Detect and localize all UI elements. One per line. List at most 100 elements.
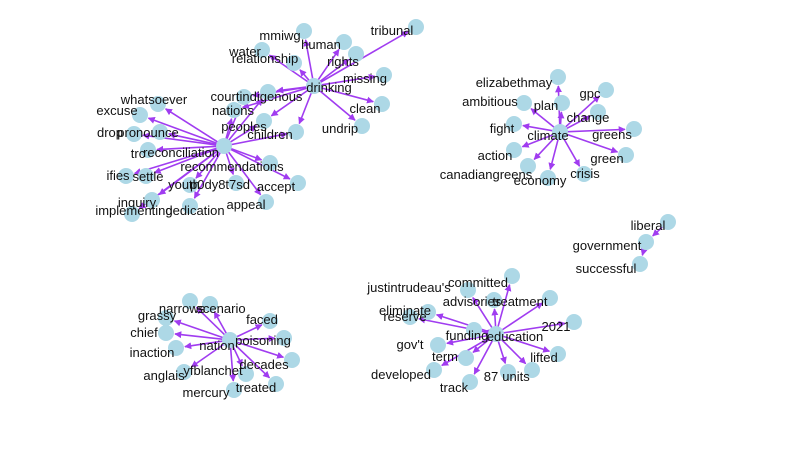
edge-nation-mercury: [229, 341, 237, 382]
node-govt: [430, 337, 446, 353]
node-label-p0dy8t7sd: p0dy8t7sd: [190, 177, 250, 192]
node-label-treated: treated: [236, 380, 276, 395]
node-label-units: units: [502, 369, 530, 384]
node-elizabethmay: [550, 69, 566, 85]
node-label-inquiry: inquiry: [118, 195, 157, 210]
node-action: [506, 142, 522, 158]
node-track: [462, 374, 478, 390]
node-label-canadiangreens: canadiangreens: [440, 167, 533, 182]
node-narrows: [182, 293, 198, 309]
edge-nation-inaction: [184, 339, 229, 350]
edge-drinking-children: [298, 87, 315, 125]
node-label-faced: faced: [246, 312, 278, 327]
node-label-green: green: [590, 151, 623, 166]
node-label-reserve: reserve: [383, 309, 426, 324]
edge-nation-grassy: [173, 319, 229, 341]
node-label-clean: clean: [349, 101, 380, 116]
node-mmiwg: [296, 23, 312, 39]
node-label-rights: rights: [327, 54, 359, 69]
node-faced: [262, 313, 278, 329]
node-label-lifted: lifted: [530, 350, 557, 365]
node-drinking: [306, 78, 322, 94]
edge-reconciliation-indigenous: [224, 98, 263, 145]
node-label-youth: youth: [168, 177, 200, 192]
node-anglais: [176, 364, 192, 380]
node-label-liberal: liberal: [631, 218, 666, 233]
node-label-change: change: [567, 110, 610, 125]
node-successful: [632, 256, 648, 272]
node-label-climate: climate: [527, 128, 568, 143]
node-label-grassy: grassy: [138, 308, 177, 323]
edge-education-2021: [497, 320, 566, 335]
edge-nation-decades: [231, 339, 285, 359]
node-fight: [506, 116, 522, 132]
node-recommendations: [262, 155, 278, 171]
node-greens: [626, 121, 642, 137]
node-label-action: action: [478, 148, 513, 163]
node-dedication: [182, 198, 198, 214]
node-label-mercury: mercury: [183, 385, 230, 400]
node-human: [336, 34, 352, 50]
edge-education-developed: [441, 334, 495, 367]
node-grassy: [158, 310, 174, 326]
edge-reconciliation-settle: [153, 145, 223, 174]
node-label-crisis: crisis: [570, 166, 600, 181]
node-term: [458, 350, 474, 366]
node-87: [500, 364, 516, 380]
edge-reconciliation-youth: [195, 146, 224, 179]
node-label-economy: economy: [514, 173, 567, 188]
node-label-court: court: [211, 89, 240, 104]
node-label-peoples: peoples: [221, 119, 267, 134]
node-label-govt: gov't: [396, 337, 423, 352]
node-layer: [118, 19, 676, 398]
edge-nation-anglais: [190, 340, 229, 368]
node-label-anglais: anglais: [143, 368, 185, 383]
node-label-government: government: [573, 238, 642, 253]
node-label-funding: funding: [446, 328, 489, 343]
node-label-whatsoever: whatsoever: [120, 92, 188, 107]
node-label-mmiwg: mmiwg: [259, 28, 300, 43]
edge-education-units: [496, 334, 527, 365]
node-label-undrip: undrip: [322, 121, 358, 136]
edge-climate-greens: [561, 126, 626, 134]
node-drop: [126, 126, 142, 142]
edge-drinking-human: [314, 48, 340, 85]
node-label-treatment: treatment: [493, 294, 548, 309]
node-inquiry: [144, 192, 160, 208]
node-accept: [290, 175, 306, 191]
node-peoples: [256, 113, 272, 129]
node-label-fight: fight: [490, 121, 515, 136]
node-label-justintrudeaus: justintrudeau's: [366, 280, 451, 295]
node-label-appeal: appeal: [226, 197, 265, 212]
edge-nation-chief: [174, 331, 229, 341]
node-p0dy8t7sd: [228, 175, 244, 191]
node-label-committed: committed: [448, 275, 508, 290]
edge-drinking-undrip: [315, 86, 356, 121]
node-government: [638, 234, 654, 250]
edge-drinking-missing: [315, 73, 376, 87]
node-label-nations: nations: [212, 103, 254, 118]
edge-climate-green: [561, 131, 619, 154]
edge-nation-poisoning: [231, 335, 276, 343]
node-lifted: [550, 346, 566, 362]
node-label-missing: missing: [343, 71, 387, 86]
node-label-drop: drop: [97, 125, 123, 140]
node-label-poisoning: poisoning: [235, 333, 291, 348]
node-label-eliminate: eliminate: [379, 303, 431, 318]
node-ifies: [118, 168, 134, 184]
node-youth: [182, 177, 198, 193]
node-label-chief: chief: [130, 325, 158, 340]
node-poisoning: [276, 330, 292, 346]
edge-reconciliation-whatsoever: [165, 108, 223, 146]
node-2021: [566, 314, 582, 330]
node-children: [288, 124, 304, 140]
edge-education-committed: [495, 284, 512, 333]
node-label-gpc: gpc: [580, 86, 601, 101]
edge-reconciliation-trc: [156, 145, 223, 153]
node-clean: [374, 96, 390, 112]
node-label-2021: 2021: [542, 319, 571, 334]
node-label-implementing: implementing: [95, 203, 172, 218]
node-label-indigenous: indigenous: [240, 89, 303, 104]
